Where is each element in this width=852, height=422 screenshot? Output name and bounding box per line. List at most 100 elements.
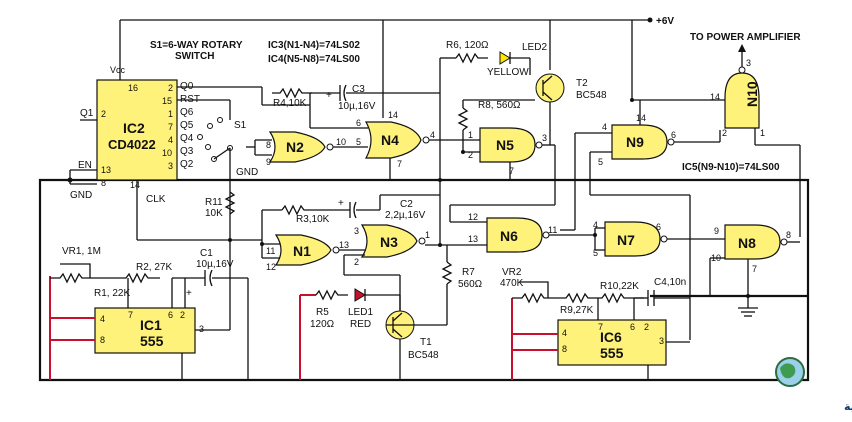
ic6-timing: VR2 470K R9,27K R10,22K C4,10n IC6 555 4… xyxy=(500,267,690,380)
led2-driver: R6, 120Ω LED2 YELLOW T2 BC548 xyxy=(439,40,607,145)
ic2-vcc: Vcc xyxy=(110,65,126,75)
n7-in-b: 5 xyxy=(593,248,598,258)
gate-n2: N2 8 9 10 xyxy=(246,131,368,167)
n10-in-b: 1 xyxy=(760,128,765,138)
r7-label: R7 xyxy=(462,267,475,278)
r11-value: 10K xyxy=(205,208,223,219)
n9-out: 6 xyxy=(671,130,676,140)
c3-value: 10µ,16V xyxy=(338,101,376,112)
t1-label: T1 xyxy=(420,337,432,348)
ic6-pin6: 6 xyxy=(630,322,635,332)
power-amp-label: TO POWER AMPLIFIER xyxy=(690,32,801,43)
c1-value: 10µ,16V xyxy=(196,259,234,270)
n7-name: N7 xyxy=(617,232,635,248)
n5-gnd: 7 xyxy=(509,166,514,176)
gate-n7: N7 4 5 6 xyxy=(593,220,725,258)
ic2-q2: Q2 xyxy=(180,159,194,170)
ic1-pin3: 3 xyxy=(199,324,204,334)
n4-in-b: 5 xyxy=(356,137,361,147)
gate-n1: N1 11 12 13 xyxy=(260,210,365,272)
n2-in-b: 9 xyxy=(266,157,271,167)
n9-in-b: 5 xyxy=(598,157,603,167)
rotary-switch-s1: S1 GND xyxy=(177,99,258,240)
r5-label: R5 xyxy=(316,307,329,318)
c3-plus: + xyxy=(326,90,332,101)
c2-value: 2,2µ,16V xyxy=(385,210,426,221)
ic2-pin14: 14 xyxy=(130,180,140,190)
n8-in-a: 9 xyxy=(714,226,719,236)
n8-gnd: 7 xyxy=(752,264,757,274)
r3-c2: R3,10K + C2 2,2µ,16V xyxy=(262,180,442,247)
r5-value: 120Ω xyxy=(310,319,335,330)
c1-plus: + xyxy=(186,288,192,299)
n10-in-a: 2 xyxy=(722,128,727,138)
ic1-name: IC1 xyxy=(140,317,162,333)
ic2-pin4: 4 xyxy=(168,135,173,145)
ic2-pin2: 2 xyxy=(168,83,173,93)
ic6-part: 555 xyxy=(600,345,624,361)
n4-in-a: 6 xyxy=(356,118,361,128)
n7-in-a: 4 xyxy=(593,220,598,230)
ic6-pin2: 2 xyxy=(644,322,649,332)
n5-name: N5 xyxy=(496,137,514,153)
ic2-pin13: 13 xyxy=(101,165,111,175)
n9-name: N9 xyxy=(626,134,644,150)
c2-label: C2 xyxy=(400,199,413,210)
ic1-pin8: 8 xyxy=(100,335,105,345)
n2-in-a: 8 xyxy=(266,140,271,150)
ic6-pin7: 7 xyxy=(598,322,603,332)
ic2-pin7: 7 xyxy=(168,122,173,132)
watermark-logo: القرية الالكترونية xyxy=(775,357,852,413)
ic2-pin3: 3 xyxy=(168,161,173,171)
vr2-value: 470K xyxy=(500,278,524,289)
led2-label: LED2 xyxy=(522,42,547,53)
s1-label: S1 xyxy=(234,120,247,131)
n8-name: N8 xyxy=(738,235,756,251)
gate-n6: N6 12 13 11 xyxy=(468,212,595,253)
ic6-name: IC6 xyxy=(600,329,622,345)
supply-label: +6V xyxy=(656,16,674,27)
ic2-pin2-left: 2 xyxy=(101,109,106,119)
n1-in-b: 12 xyxy=(266,262,276,272)
ic1-pin6: 6 xyxy=(168,310,173,320)
ic2-pin1: 1 xyxy=(168,109,173,119)
gate-n9: N9 4 5 14 6 xyxy=(560,100,721,340)
led1-color: RED xyxy=(350,319,371,330)
ic6-pin4: 4 xyxy=(562,328,567,338)
n4-gnd: 7 xyxy=(397,159,402,169)
n5-out: 3 xyxy=(542,133,547,143)
t1-part: BC548 xyxy=(408,350,439,361)
capacitor-c3: + C3 10µ,16V xyxy=(309,84,442,182)
vr2-label: VR2 xyxy=(502,267,522,278)
n5-in-a: 1 xyxy=(468,130,473,140)
ic5-label: IC5(N9-N10)=74LS00 xyxy=(682,162,780,173)
led1-driver: R5 120Ω LED1 RED T1 BC548 xyxy=(299,288,447,380)
n3-in-a: 3 xyxy=(354,226,359,236)
ic1-part: 555 xyxy=(140,333,164,349)
ic1-pin7: 7 xyxy=(128,310,133,320)
ground-frame xyxy=(38,178,810,382)
ic2-q4: Q4 xyxy=(180,133,194,144)
n7-out: 6 xyxy=(656,222,661,232)
r2-label: R2, 27K xyxy=(136,262,172,273)
resistor-r8: R8, 560Ω xyxy=(457,99,535,154)
led2-color: YELLOW xyxy=(487,67,529,78)
ic2-pin16: 16 xyxy=(128,83,138,93)
r4-label: R4,10K xyxy=(273,98,307,109)
ic6-pin8: 8 xyxy=(562,344,567,354)
ic2-en: EN xyxy=(78,160,92,171)
gate-n10: N10 3 14 2 1 xyxy=(710,44,801,237)
gate-n4: N4 6 5 14 7 4 xyxy=(356,110,463,180)
resistor-r4: R4,10K xyxy=(272,87,312,109)
ic2-pin8: 8 xyxy=(101,178,106,188)
ic1-pin4: 4 xyxy=(100,314,105,324)
n2-name: N2 xyxy=(286,139,304,155)
ic2-q3: Q3 xyxy=(180,146,194,157)
n1-in-a: 11 xyxy=(266,246,275,256)
t2-label: T2 xyxy=(576,78,588,89)
c1-label: C1 xyxy=(200,248,213,259)
r8-label: R8, 560Ω xyxy=(478,100,521,111)
ic2-q1: Q1 xyxy=(80,108,94,119)
